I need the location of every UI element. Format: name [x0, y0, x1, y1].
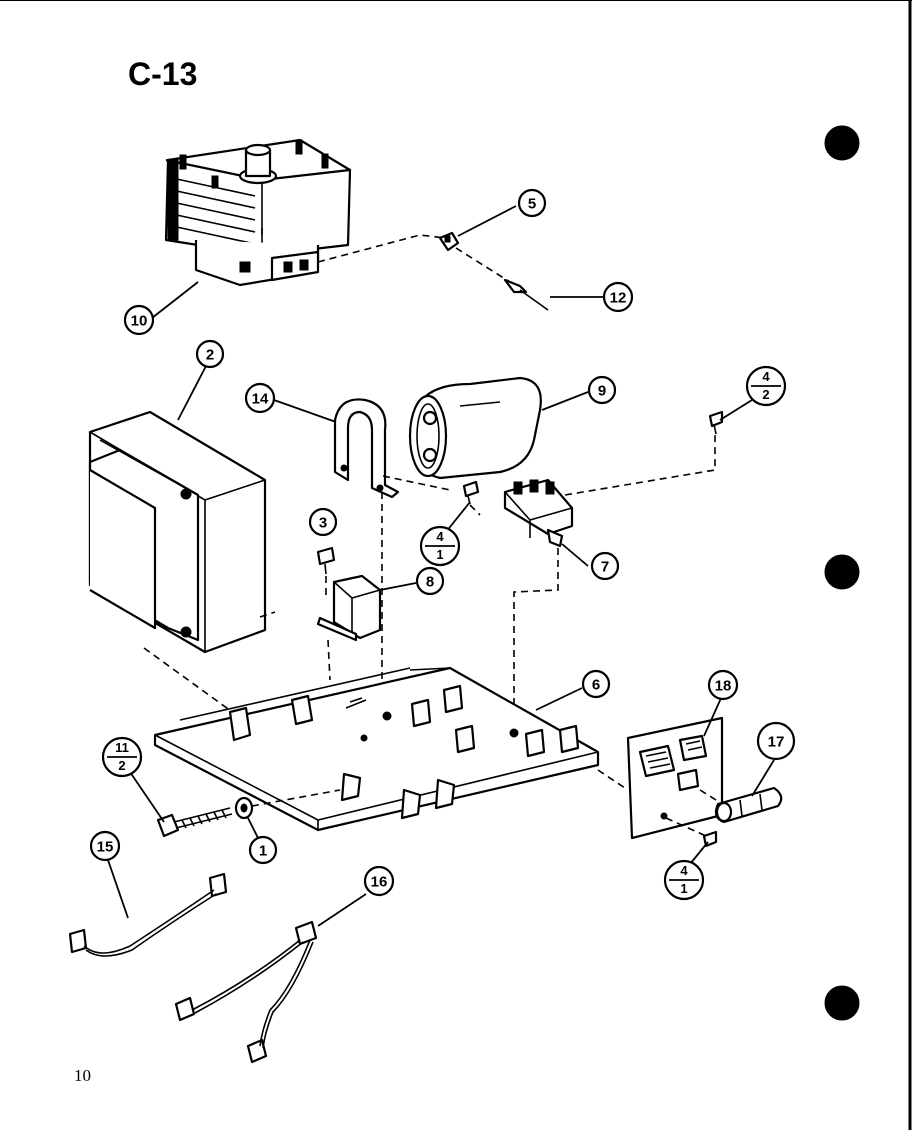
leader-lines [107, 205, 775, 927]
callout-4-2: 4 2 [745, 365, 787, 407]
callout-16: 16 [363, 865, 395, 897]
relay-part [503, 478, 574, 548]
callout-2-label: 2 [206, 347, 214, 364]
callout-8: 8 [415, 566, 445, 596]
callout-1-label: 1 [259, 843, 267, 860]
binder-hole-bottom [824, 985, 860, 1021]
screw-part [708, 410, 724, 435]
probe-part [503, 278, 549, 311]
callout-4-2-top: 4 [762, 369, 770, 384]
capacitor-strap-part [333, 398, 400, 499]
callout-1: 1 [248, 835, 278, 865]
callout-7: 7 [590, 551, 620, 581]
base-plate-part [153, 666, 600, 832]
callout-17: 17 [756, 721, 796, 761]
capacitor-part [408, 376, 542, 480]
callout-4-1-top: 4 [436, 529, 444, 544]
callout-15-label: 15 [97, 839, 114, 856]
page-title: C-13 [128, 56, 197, 92]
callout-3: 3 [308, 507, 338, 537]
callout-5-label: 5 [528, 196, 536, 213]
thermal-clip-part [438, 231, 460, 252]
fuse-holder-board-part [626, 716, 724, 840]
callout-6: 6 [581, 669, 611, 699]
callout-14-label: 14 [252, 391, 269, 408]
callout-12-label: 12 [610, 290, 627, 307]
callout-11-2: 11 2 [101, 736, 143, 778]
callout-4-2-bottom: 2 [762, 387, 769, 402]
screw-part [316, 546, 336, 575]
callout-12: 12 [602, 281, 634, 313]
callout-11-2-bottom: 2 [118, 758, 125, 773]
callout-9: 9 [587, 375, 617, 405]
callout-4-1-board-bottom: 1 [680, 881, 687, 896]
wire-harness-15-part [68, 872, 228, 957]
callout-2: 2 [195, 339, 225, 369]
callout-4-1-board: 4 1 [663, 859, 705, 901]
binder-hole-top [824, 125, 860, 161]
callout-4-1-capacitor: 4 1 [419, 525, 461, 567]
callout-14: 14 [244, 382, 276, 414]
screw-part [462, 480, 480, 505]
washer-part [234, 796, 254, 820]
magnetron-part [164, 138, 352, 287]
wire-harness-16-part [174, 920, 318, 1064]
binder-hole-middle [824, 554, 860, 590]
callout-9-label: 9 [598, 383, 606, 400]
callout-8-label: 8 [426, 574, 434, 591]
callout-3-label: 3 [319, 515, 327, 532]
callout-15: 15 [89, 830, 121, 862]
callout-6-label: 6 [592, 677, 600, 694]
callout-18-label: 18 [715, 678, 732, 695]
callout-11-2-top: 11 [115, 740, 129, 755]
switch-part [316, 574, 382, 642]
callout-5: 5 [517, 188, 547, 218]
mounting-screw-part [156, 807, 233, 838]
callout-17-label: 17 [768, 734, 785, 751]
callout-4-1-board-top: 4 [680, 863, 688, 878]
callout-18: 18 [707, 669, 739, 701]
callout-4-1-bottom: 1 [436, 547, 443, 562]
callout-10-label: 10 [131, 313, 148, 330]
callout-10: 10 [123, 304, 155, 336]
callout-7-label: 7 [601, 559, 609, 576]
fuse-part [714, 786, 783, 824]
page-number: 10 [74, 1066, 91, 1085]
callout-16-label: 16 [371, 874, 388, 891]
transformer-part [88, 410, 267, 654]
